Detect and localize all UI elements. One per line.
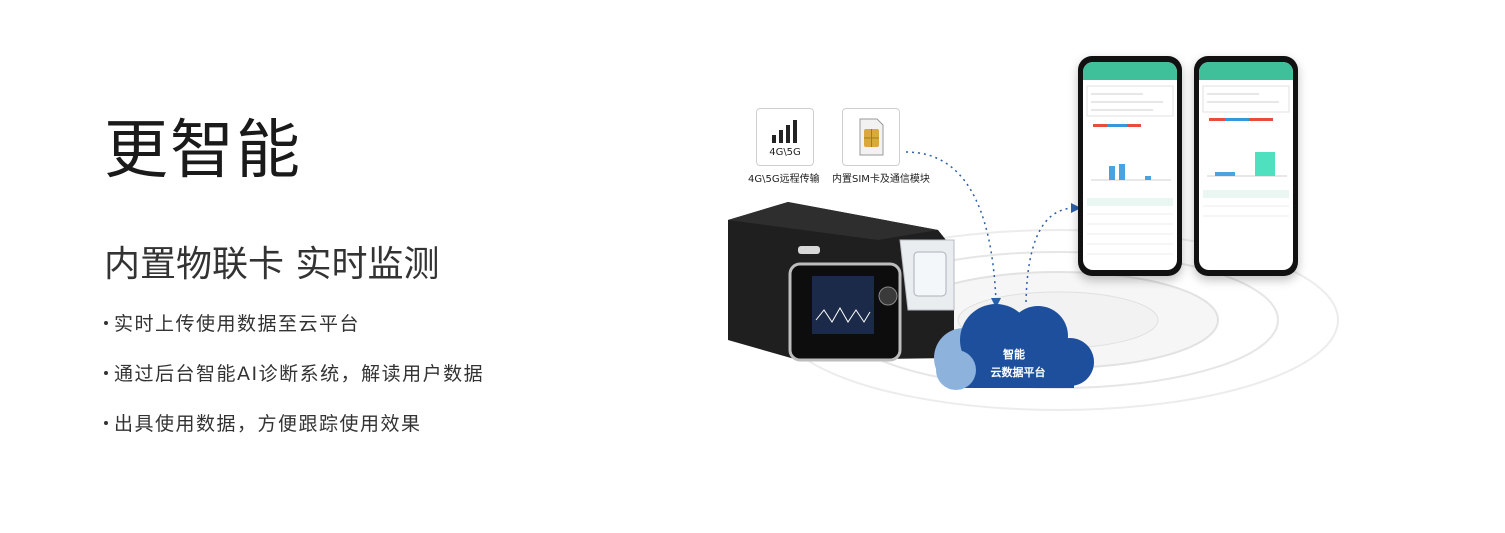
app-report-graphic (1086, 85, 1174, 255)
list-item: 出具使用数据，方便跟踪使用效果 (104, 408, 484, 440)
bullet-dot-icon (104, 420, 108, 425)
phone-mockup (1078, 56, 1182, 276)
product-illustration: 智能 云数据平台 4G\5G 4G\5G远程传输 内置SIM卡及通信模块 (728, 40, 1348, 420)
app-header-bar (1199, 62, 1293, 80)
list-item-text: 实时上传使用数据至云平台 (114, 313, 361, 335)
cloud-label-line1: 智能 (1003, 347, 1025, 361)
phone-screen (1199, 62, 1293, 270)
bullet-dot-icon (104, 370, 108, 375)
feature-text-panel: 更智能 内置物联卡 实时监测 实时上传使用数据至云平台 通过后台智能AI诊断系统… (104, 0, 664, 533)
phone-screen (1083, 62, 1177, 270)
cpap-device-graphic (728, 202, 955, 362)
cloud-graphic: 智能 云数据平台 (934, 304, 1094, 390)
page-subtitle: 内置物联卡 实时监测 (104, 243, 440, 285)
badge-4g5g: 4G\5G (756, 108, 814, 166)
list-item: 通过后台智能AI诊断系统，解读用户数据 (104, 358, 484, 390)
badge-sim-label: 内置SIM卡及通信模块 (832, 174, 930, 185)
page-title: 更智能 (104, 113, 302, 188)
phone-mockup (1194, 56, 1298, 276)
badge-4g5g-label: 4G\5G远程传输 (748, 174, 820, 185)
list-item-text: 出具使用数据，方便跟踪使用效果 (114, 413, 422, 435)
sim-card-icon (859, 118, 884, 156)
signal-bars-icon (772, 120, 797, 143)
bullet-dot-icon (104, 320, 108, 325)
cloud-label-line2: 云数据平台 (991, 365, 1046, 379)
app-header-bar (1083, 62, 1177, 80)
list-item-text: 通过后台智能AI诊断系统，解读用户数据 (114, 363, 485, 385)
list-item: 实时上传使用数据至云平台 (104, 308, 484, 340)
badge-4g5g-text: 4G\5G (769, 147, 801, 158)
illustration-graphic: 智能 云数据平台 (728, 151, 1339, 411)
app-report-graphic (1202, 85, 1290, 217)
badge-sim (842, 108, 900, 166)
feature-list: 实时上传使用数据至云平台 通过后台智能AI诊断系统，解读用户数据 出具使用数据，… (104, 308, 484, 458)
